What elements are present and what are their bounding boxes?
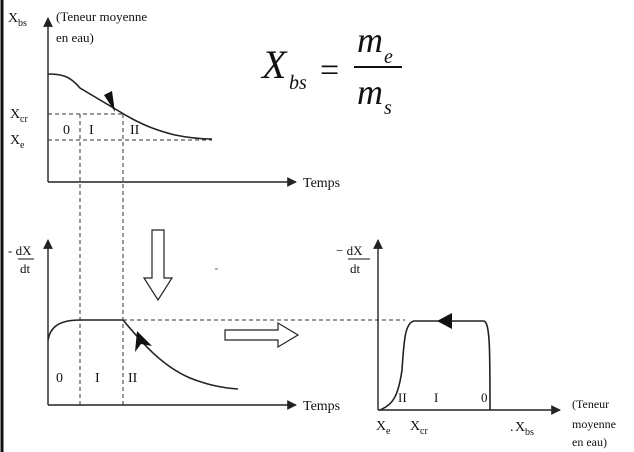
chart1-phase-2: II bbox=[130, 123, 140, 138]
chart3-x-description-line3: en eau) bbox=[572, 435, 607, 449]
formula-denominator: m bbox=[357, 72, 383, 112]
chart2-phase-0: 0 bbox=[56, 371, 63, 386]
chart2-x-label: Temps bbox=[303, 399, 340, 414]
chart1-y-label-subscript: bs bbox=[18, 18, 27, 29]
chart3-xcr-label-subscript: cr bbox=[420, 426, 428, 437]
chart2-y-label-numerator: - dX bbox=[8, 243, 32, 258]
chart3-xcr-label: X bbox=[410, 419, 420, 434]
chart3-x-description-line2: moyenne bbox=[572, 417, 616, 431]
formula-equals: = bbox=[320, 52, 339, 89]
chart3-phase-0: 0 bbox=[481, 390, 488, 405]
formula-denominator-subscript: s bbox=[384, 97, 392, 119]
chart1-y-description-line2: en eau) bbox=[56, 30, 94, 45]
chart3-y-label-numerator: − dX bbox=[336, 243, 363, 258]
formula-numerator: m bbox=[357, 20, 383, 60]
chart1-xe-label: X bbox=[10, 133, 20, 148]
chart3-x-description-line1: (Teneur bbox=[572, 397, 609, 411]
chart2-phase-1: I bbox=[95, 371, 100, 386]
chart3-xbs-label-subscript: bs bbox=[525, 427, 534, 438]
chart1-xcr-label: X bbox=[10, 107, 20, 122]
rate-vs-time-chart: - dX dt 0 I II Temps bbox=[8, 239, 405, 414]
chart1-y-label: X bbox=[8, 11, 18, 26]
chart2-rate-curve bbox=[47, 319, 239, 390]
chart1-xcr-label-subscript: cr bbox=[20, 114, 28, 125]
chart3-y-label-denominator: dt bbox=[350, 261, 361, 276]
chart1-phase-1: I bbox=[89, 123, 94, 138]
chart3-rate-curve bbox=[379, 320, 491, 411]
moisture-vs-time-chart: X bs (Teneur moyenne en eau) X cr X e 0 … bbox=[8, 9, 340, 191]
chart3-phase-2: II bbox=[398, 390, 407, 405]
rate-vs-moisture-chart: − dX dt II I 0 X e X cr . X bs (Teneur m… bbox=[336, 239, 616, 449]
right-transition-arrow bbox=[224, 321, 300, 349]
chart1-direction-arrow bbox=[104, 91, 115, 112]
chart3-xe-label-subscript: e bbox=[386, 426, 391, 437]
down-transition-arrow bbox=[142, 229, 174, 302]
chart1-drying-curve bbox=[47, 73, 213, 140]
chart3-xbs-label: X bbox=[515, 420, 525, 435]
formula-numerator-subscript: e bbox=[384, 46, 393, 68]
chart3-direction-arrow bbox=[437, 313, 452, 329]
chart1-xe-label-subscript: e bbox=[20, 140, 25, 151]
chart3-xe-label: X bbox=[376, 419, 386, 434]
chart3-xbs-prefix: . bbox=[510, 420, 514, 435]
formula-lhs: X bbox=[260, 42, 288, 87]
formula-lhs-subscript: bs bbox=[289, 72, 307, 94]
chart2-y-label-denominator: dt bbox=[20, 261, 31, 276]
chart1-phase-0: 0 bbox=[63, 123, 70, 138]
chart1-y-description-line1: (Teneur moyenne bbox=[56, 9, 147, 24]
chart2-phase-2: II bbox=[128, 371, 138, 386]
moisture-content-formula: X bs = m e m s bbox=[260, 20, 402, 119]
chart1-x-label: Temps bbox=[303, 176, 340, 191]
chart3-phase-1: I bbox=[434, 390, 438, 405]
chart2-direction-arrow bbox=[135, 331, 152, 352]
